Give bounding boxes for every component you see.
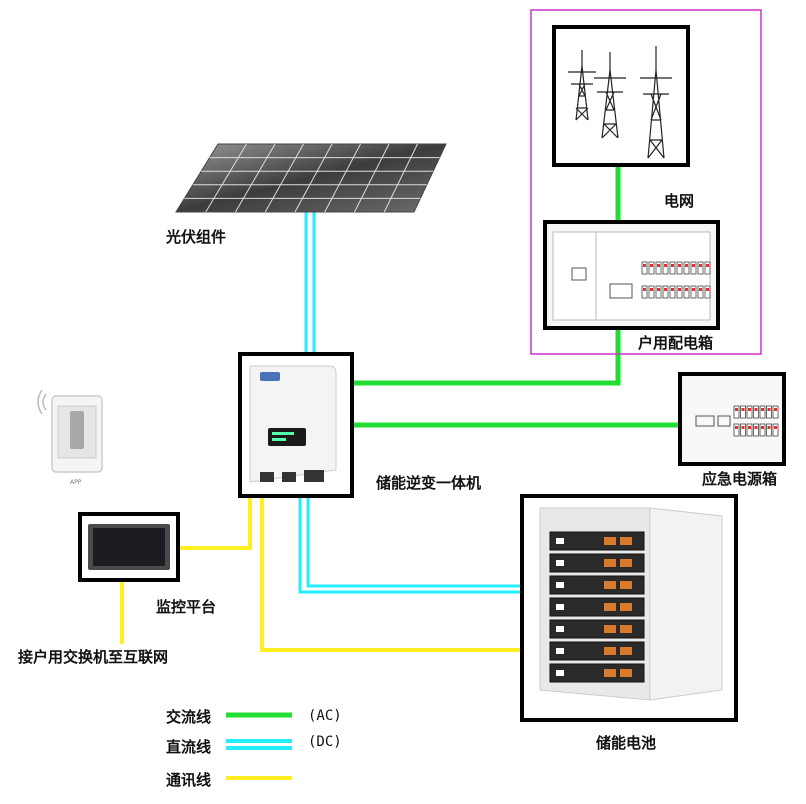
legend-item-ac: 交流线 (AC) bbox=[166, 708, 342, 726]
legend: 交流线 (AC) 直流线 (DC) 通讯线 bbox=[166, 708, 342, 789]
pv-label: 光伏组件 bbox=[165, 228, 226, 246]
breaker-row bbox=[733, 405, 779, 437]
inverter-box bbox=[238, 352, 354, 498]
legend-code: (DC) bbox=[308, 734, 342, 750]
monitor-box bbox=[78, 512, 180, 582]
grid-frame bbox=[530, 9, 762, 355]
battery-box bbox=[520, 494, 738, 722]
battery-modules bbox=[549, 531, 645, 683]
smartphone-wifi-icon bbox=[37, 389, 103, 473]
monitor-label: 监控平台 bbox=[156, 598, 216, 616]
inverter-label: 储能逆变一体机 bbox=[376, 474, 481, 492]
ac-line-inverter-distribution bbox=[352, 328, 621, 386]
comm-line-inverter-monitor bbox=[180, 496, 252, 550]
legend-code: (AC) bbox=[308, 708, 342, 724]
breaker-row bbox=[641, 261, 711, 299]
app-label: APP bbox=[70, 479, 82, 486]
legend-item-comm: 通讯线 bbox=[166, 771, 292, 789]
distribution-box bbox=[543, 220, 720, 330]
solar-panel-icon bbox=[175, 143, 447, 213]
legend-label: 直流线 bbox=[166, 738, 211, 756]
switch-label: 接户用交换机至互联网 bbox=[18, 648, 168, 666]
legend-label: 交流线 bbox=[166, 708, 211, 726]
dc-line-inverter-battery bbox=[298, 496, 522, 594]
emergency-label: 应急电源箱 bbox=[702, 470, 777, 488]
grid-tower-box bbox=[552, 25, 690, 167]
legend-item-dc: 直流线 (DC) bbox=[166, 734, 342, 756]
legend-label: 通讯线 bbox=[166, 771, 211, 789]
connection-lines bbox=[120, 165, 680, 652]
distribution-label: 户用配电箱 bbox=[638, 334, 713, 352]
power-tower-icon bbox=[568, 46, 672, 159]
dc-line-pv-inverter bbox=[304, 212, 316, 356]
grid-label: 电网 bbox=[664, 192, 694, 210]
emergency-box bbox=[678, 372, 786, 466]
battery-label: 储能电池 bbox=[596, 734, 656, 752]
comm-line-inverter-battery bbox=[260, 496, 522, 652]
